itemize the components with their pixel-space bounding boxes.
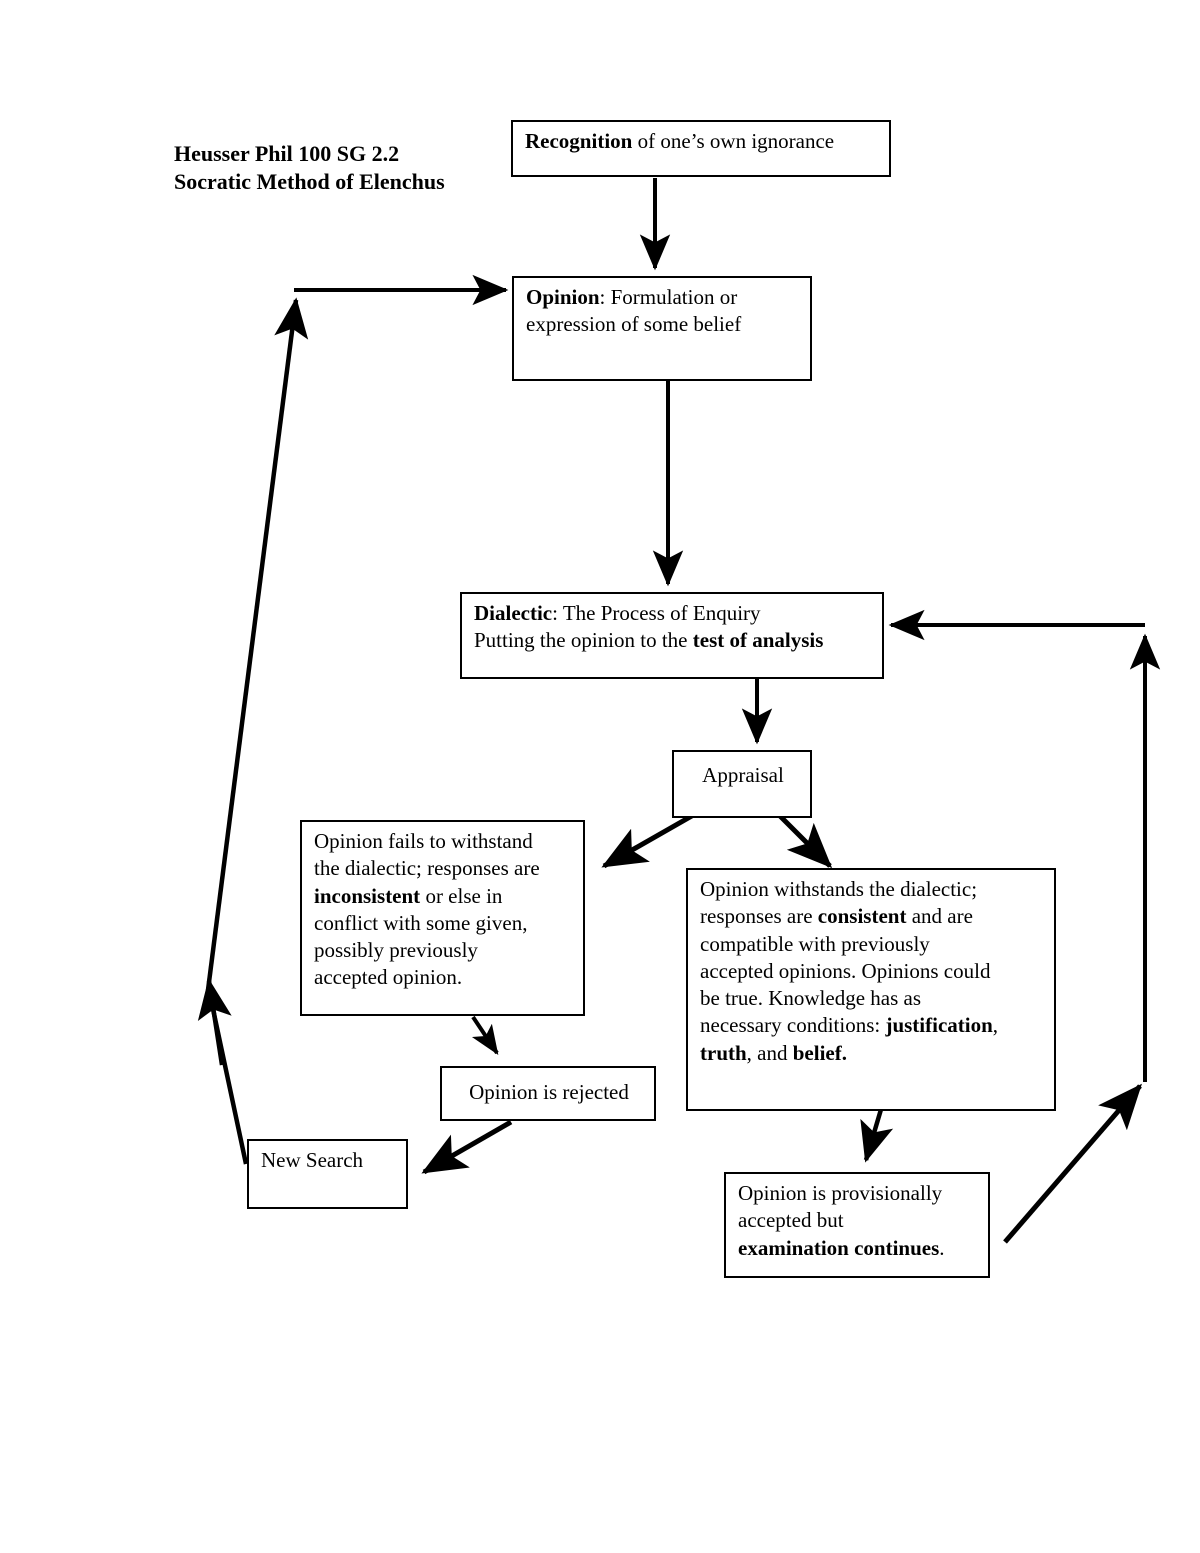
opinion-withstands-node-line-2: responses are consistent and are bbox=[700, 904, 973, 929]
opinion-provisional-node-line-1: Opinion is provisionally bbox=[738, 1181, 943, 1205]
dialectic-node-line-1: Dialectic: The Process of Enquiry bbox=[474, 601, 761, 625]
page-title-line-1: Heusser Phil 100 SG 2.2 bbox=[174, 141, 400, 166]
dialectic-node-line-2: Putting the opinion to the test of analy… bbox=[474, 628, 824, 653]
opinion-withstands-node-line-6: necessary conditions: justification, bbox=[700, 1013, 999, 1038]
newsearch-to-opinion-feedback-arrow bbox=[197, 274, 509, 1165]
withstands-to-provisional-arrow bbox=[860, 1105, 894, 1163]
opinion-fails-node-line-1: Opinion fails to withstand bbox=[314, 829, 533, 853]
opinion-rejected-node: Opinion is rejected bbox=[440, 1066, 656, 1121]
opinion-fails-node-line-2: the dialectic; responses are bbox=[314, 856, 540, 881]
appraisal-node-line-1: Appraisal bbox=[702, 763, 784, 787]
opinion-fails-node-line-4: conflict with some given, bbox=[314, 910, 528, 935]
opinion-node: Opinion: Formulation or expression of som… bbox=[512, 276, 812, 381]
opinion-fails-node-line-5: possibly previously bbox=[314, 938, 478, 963]
appraisal-node: Appraisal bbox=[672, 750, 812, 818]
page-title: Heusser Phil 100 SG 2.2 Socratic Method … bbox=[174, 140, 445, 196]
page-title-line-2: Socratic Method of Elenchus bbox=[174, 169, 445, 195]
opinion-withstands-node-line-7: truth, and belief. bbox=[700, 1040, 847, 1065]
opinion-fails-node-line-6: accepted opinion. bbox=[314, 965, 463, 990]
opinion-withstands-node-line-4: accepted opinions. Opinions could bbox=[700, 958, 991, 983]
fails-to-rejected-arrow bbox=[471, 1015, 499, 1055]
recognition-node: Recognition of one’s own ignorance bbox=[511, 120, 891, 177]
rejected-to-newsearch-arrow bbox=[421, 1119, 513, 1175]
provisional-to-dialectic-feedback-arrow bbox=[888, 609, 1161, 1244]
opinion-withstands-node-line-1: Opinion withstands the dialectic; bbox=[700, 877, 978, 901]
opinion-rejected-node-line-1: Opinion is rejected bbox=[469, 1080, 629, 1104]
opinion-withstands-node: Opinion withstands the dialectic; respons… bbox=[686, 868, 1056, 1111]
opinion-provisional-node-line-3: examination continues. bbox=[738, 1235, 945, 1260]
opinion-withstands-node-line-5: be true. Knowledge has as bbox=[700, 986, 922, 1011]
opinion-fails-node: Opinion fails to withstand the dialectic;… bbox=[300, 820, 585, 1016]
new-search-node-line-1: New Search bbox=[261, 1148, 364, 1172]
recognition-node-line-1: Recognition of one’s own ignorance bbox=[525, 129, 835, 153]
opinion-fails-node-line-3: inconsistent or else in bbox=[314, 883, 503, 908]
opinion-node-line-1: Opinion: Formulation or bbox=[526, 285, 738, 309]
opinion-provisional-node-line-2: accepted but bbox=[738, 1208, 844, 1233]
opinion-node-line-2: expression of some belief bbox=[526, 312, 742, 337]
opinion-withstands-node-line-3: compatible with previously bbox=[700, 931, 930, 956]
new-search-node: New Search bbox=[247, 1139, 408, 1209]
